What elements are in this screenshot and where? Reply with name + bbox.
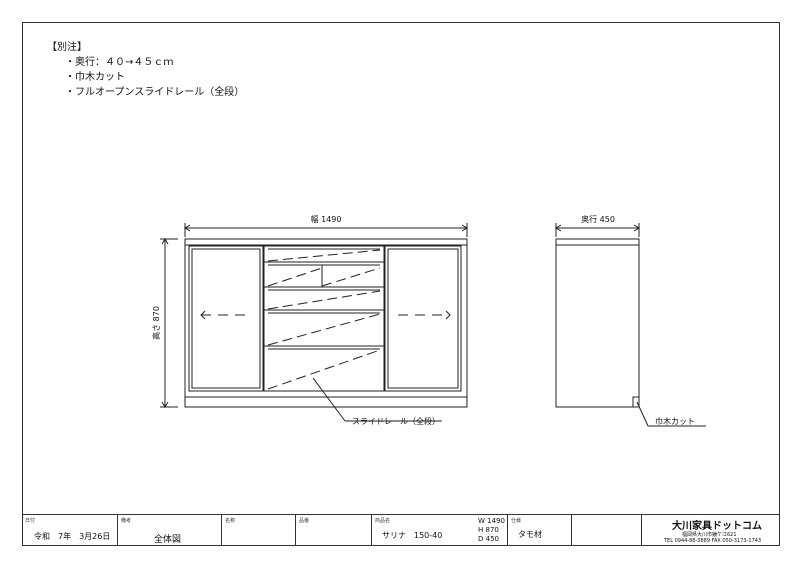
rail-callout: スライドレール（全段） — [312, 377, 442, 426]
height-dimension: 高さ 870 — [151, 238, 178, 408]
spec-value: タモ材 — [518, 530, 542, 539]
width-spec: W 1490 — [478, 517, 505, 525]
plinth-callout-label: 巾木カット — [655, 416, 695, 426]
front-view — [184, 238, 468, 408]
side-view — [555, 238, 640, 408]
special-order-notes: 【別注】 ・奥行：４０→４５ｃｍ ・巾木カット ・フルオープンスライドレール（全… — [47, 40, 244, 100]
note-depth: ・奥行：４０→４５ｃｍ — [65, 57, 174, 68]
item-number-caption: 品番 — [299, 518, 310, 524]
name-cell: 名称 — [222, 515, 296, 546]
item-number-cell: 品番 — [296, 515, 372, 546]
rail-callout-label: スライドレール（全段） — [352, 416, 440, 426]
product-value: サリナ 150-40 — [382, 531, 443, 540]
company-contact: TEL 0944-88-3889 FAX 050-3173-1743 — [664, 538, 762, 544]
note-plinth-cut: ・巾木カット — [65, 72, 125, 83]
company-address: 福岡県大川市鐘ケ江621 — [682, 532, 737, 538]
company-cell: 大川家具ドットコム 福岡県大川市鐘ケ江621 TEL 0944-88-3889 … — [642, 515, 780, 546]
name-caption: 名称 — [225, 518, 236, 524]
depth-label: 奥行 450 — [581, 214, 615, 224]
right-door — [384, 245, 462, 392]
plinth-callout: 巾木カット — [636, 401, 706, 427]
remarks-cell: 備考 全体図 — [118, 515, 222, 546]
spec-caption: 仕様 — [511, 518, 522, 524]
remarks-caption: 備考 — [121, 518, 132, 524]
product-caption: 商品名 — [375, 518, 391, 524]
blank-cell — [572, 515, 642, 546]
width-label: 幅 1490 — [311, 214, 342, 224]
height-spec: H 870 — [478, 526, 499, 534]
product-cell: 商品名 サリナ 150-40 W 1490 H 870 D 450 — [372, 515, 508, 546]
center-drawers — [263, 245, 385, 392]
note-slide-rail: ・フルオープンスライドレール（全段） — [65, 87, 245, 98]
date-cell: 日付 令和 7年 3月26日 — [22, 515, 118, 546]
width-dimension: 幅 1490 — [184, 214, 468, 237]
depth-spec: D 450 — [478, 535, 499, 543]
depth-dimension: 奥行 450 — [555, 214, 640, 237]
date-caption: 日付 — [25, 518, 36, 524]
date-value: 令和 7年 3月26日 — [34, 532, 111, 541]
spec-cell: 仕様 タモ材 — [508, 515, 572, 546]
title-block: 日付 令和 7年 3月26日 備考 全体図 名称 品番 商品名 サリナ 150-… — [22, 514, 780, 546]
left-door — [188, 245, 264, 392]
notes-heading: 【別注】 — [47, 42, 87, 53]
height-label: 高さ 870 — [151, 306, 161, 340]
drawing-sheet-border — [22, 22, 780, 546]
remarks-value: 全体図 — [154, 535, 182, 545]
company-name: 大川家具ドットコム — [672, 521, 762, 532]
